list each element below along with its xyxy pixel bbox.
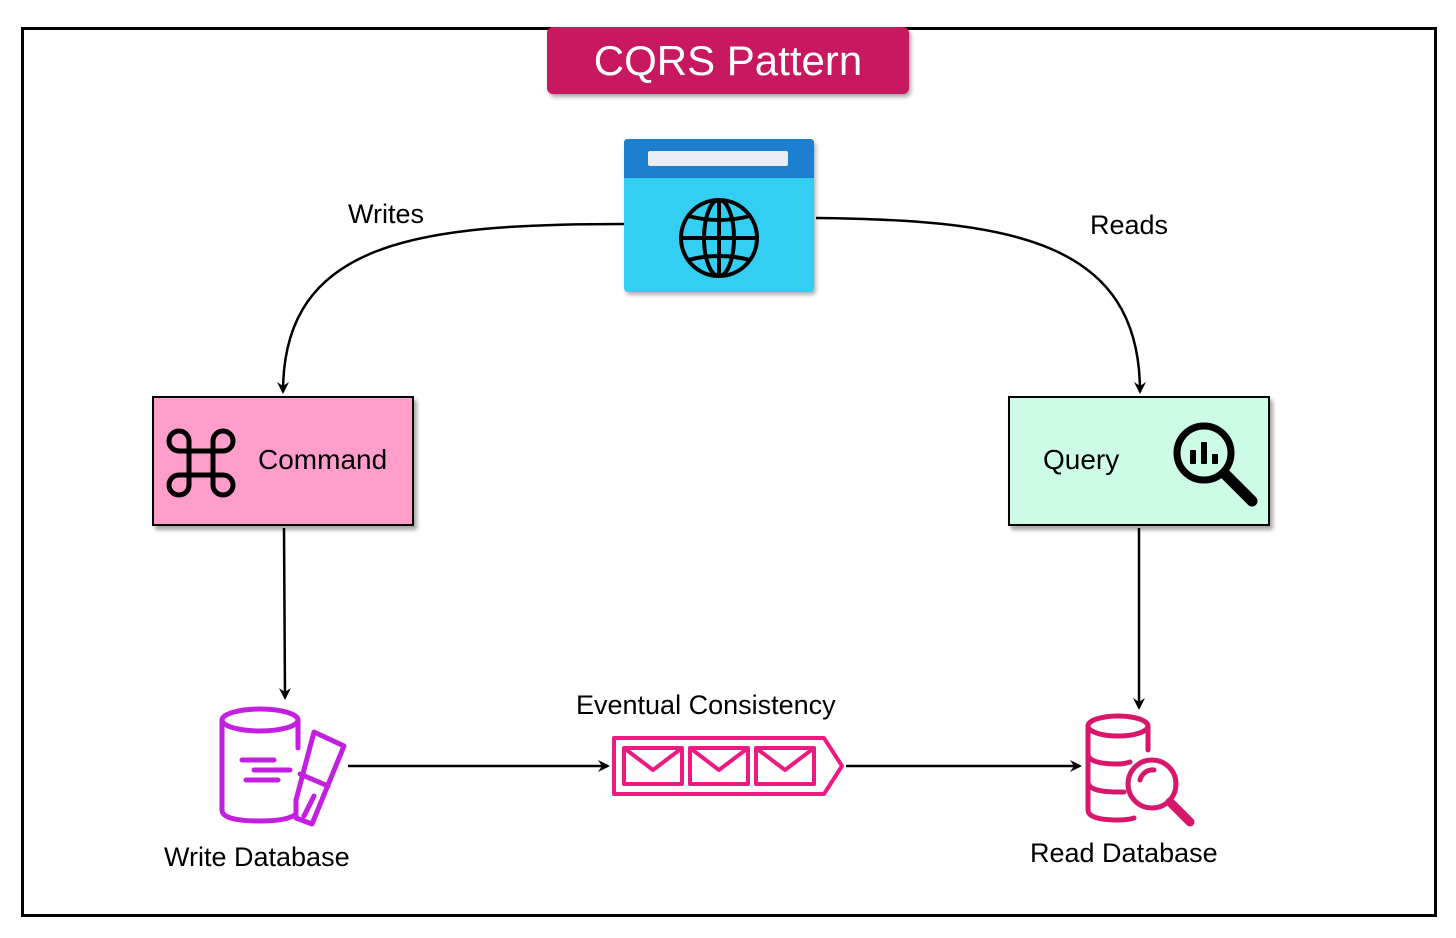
query-label: Query — [1043, 444, 1120, 475]
browser-globe-icon — [624, 139, 814, 292]
read-db-label: Read Database — [1030, 838, 1218, 868]
edge-writes — [277, 222, 625, 394]
command-node: Command — [152, 396, 414, 526]
diagram-title: CQRS Pattern — [547, 27, 909, 94]
command-label: Command — [258, 444, 388, 475]
database-edit-icon — [219, 706, 347, 827]
edge-label-writes: Writes — [348, 199, 425, 229]
database-search-icon — [1085, 713, 1195, 827]
queue-label: Eventual Consistency — [576, 690, 836, 720]
edge-command-to-write-db — [278, 527, 291, 700]
edge-label-reads: Reads — [1090, 210, 1169, 240]
message-queue-icon — [612, 736, 844, 796]
write-db-label: Write Database — [164, 842, 350, 872]
query-node: Query — [1008, 396, 1270, 526]
search-analytics-icon — [1173, 422, 1258, 507]
command-key-icon — [166, 428, 236, 498]
edge-reads — [815, 216, 1146, 394]
